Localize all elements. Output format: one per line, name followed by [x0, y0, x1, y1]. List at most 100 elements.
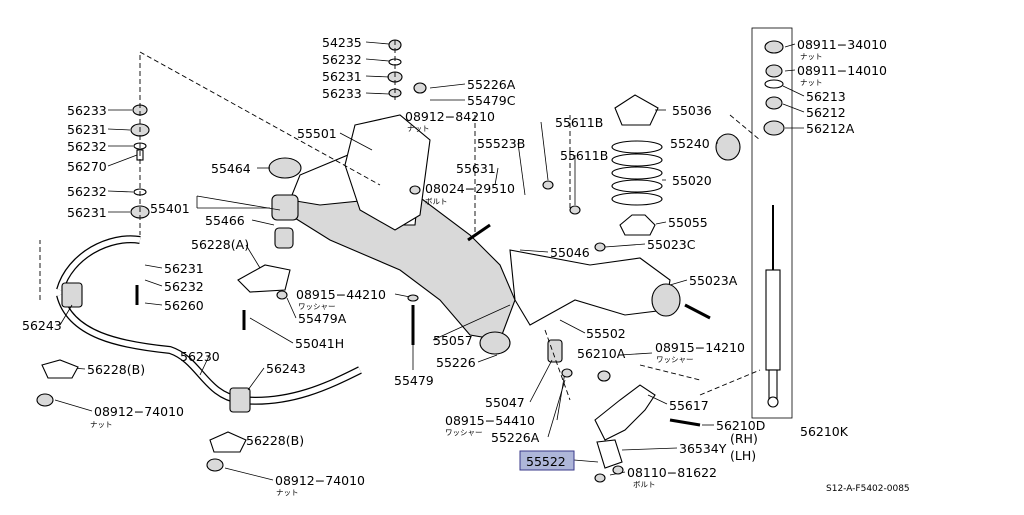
part-label[interactable]: 56231 — [164, 261, 204, 276]
guide-dashes — [39, 40, 761, 401]
part-label[interactable]: 55023A — [689, 273, 738, 288]
part-label[interactable]: 56232 — [67, 184, 107, 199]
spring-seat-55036 — [614, 94, 659, 126]
part-label[interactable]: 56232 — [164, 279, 204, 294]
part-label[interactable]: 55631 — [456, 161, 496, 176]
stabilizer-bushing-right — [229, 387, 251, 413]
part-label[interactable]: 56210A — [577, 346, 626, 361]
side-label: (LH) — [730, 448, 756, 463]
part-label[interactable]: 55226A — [491, 430, 540, 445]
part-label[interactable]: 56213 — [806, 89, 846, 104]
part-label[interactable]: 56228(A) — [191, 237, 249, 252]
part-label[interactable]: 56232 — [322, 52, 362, 67]
part-label[interactable]: 55479 — [394, 373, 434, 388]
part-label[interactable]: 55055 — [668, 215, 708, 230]
part-label[interactable]: 55057 — [433, 333, 473, 348]
part-label[interactable]: 54235 — [322, 35, 362, 50]
part-label[interactable]: 56228(B) — [246, 433, 304, 448]
part-label[interactable]: 56233 — [67, 103, 107, 118]
part-label[interactable]: 55466 — [205, 213, 245, 228]
part-label[interactable]: 08915−54410 — [445, 413, 535, 428]
part-label[interactable]: 55023C — [647, 237, 696, 252]
link-56228a — [237, 264, 291, 293]
part-label[interactable]: 56243 — [266, 361, 306, 376]
part-label[interactable]: 56231 — [322, 69, 362, 84]
part-label[interactable]: 08110−81622 — [627, 465, 717, 480]
bolt-note: ボルト — [633, 480, 656, 489]
part-label[interactable]: 56230 — [180, 349, 220, 364]
shock-mount-stack — [763, 40, 785, 136]
part-label[interactable]: 56210K — [800, 424, 849, 439]
part-label[interactable]: 56212 — [806, 105, 846, 120]
coil-spring-55020 — [611, 140, 663, 206]
washer-note: ワッシャー — [656, 355, 694, 364]
part-label[interactable]: 55617 — [669, 398, 709, 413]
part-label[interactable]: 56243 — [22, 318, 62, 333]
part-label[interactable]: 08915−44210 — [296, 287, 386, 302]
part-label[interactable]: 55047 — [485, 395, 525, 410]
part-label[interactable]: 55240 — [670, 136, 710, 151]
part-label[interactable]: 55479C — [467, 93, 516, 108]
knuckle-arm-55617 — [594, 384, 656, 441]
part-label[interactable]: 55501 — [297, 126, 337, 141]
part-label[interactable]: 55611B — [560, 148, 608, 163]
part-label[interactable]: 55401 — [150, 201, 190, 216]
part-label[interactable]: 08912−74010 — [94, 404, 184, 419]
bump-stop-55240 — [715, 133, 741, 161]
part-label[interactable]: 56212A — [806, 121, 855, 136]
nut-note: ナット — [276, 488, 299, 497]
part-label[interactable]: 56233 — [322, 86, 362, 101]
bushing-55047 — [547, 339, 563, 363]
part-label[interactable]: 56231 — [67, 122, 107, 137]
part-label[interactable]: 55041H — [295, 336, 344, 351]
washer-note: ワッシャー — [298, 302, 336, 311]
part-label[interactable]: 08911−14010 — [797, 63, 887, 78]
side-label: (RH) — [730, 431, 758, 446]
upper-arm-55501 — [344, 114, 431, 231]
part-label[interactable]: 55479A — [298, 311, 347, 326]
part-label[interactable]: 55020 — [672, 173, 712, 188]
bushing-55226 — [479, 331, 511, 355]
highlight-55522[interactable] — [519, 450, 575, 471]
bushing-56231 — [274, 227, 294, 249]
part-label[interactable]: 08911−34010 — [797, 37, 887, 52]
part-label[interactable]: 08912−84210 — [405, 109, 495, 124]
part-label[interactable]: 56270 — [67, 159, 107, 174]
part-label[interactable]: 36534Y — [679, 441, 727, 456]
leader-lines — [54, 41, 805, 481]
link-55522 — [596, 439, 623, 469]
knuckle-bushing — [651, 283, 681, 317]
part-labels: 54235 56232 56231 56233 55226A 55479C 56… — [22, 35, 910, 497]
part-label[interactable]: 55523B — [477, 136, 525, 151]
nut-note: ナット — [800, 78, 823, 87]
part-label[interactable]: 08915−14210 — [655, 340, 745, 355]
shock-bracket-box — [751, 27, 793, 419]
part-label[interactable]: 55464 — [211, 161, 251, 176]
washer-note: ワッシャー — [445, 428, 483, 437]
part-label-highlighted[interactable]: 55522 — [526, 454, 566, 469]
part-label[interactable]: 55036 — [672, 103, 712, 118]
part-label[interactable]: 55502 — [586, 326, 626, 341]
bolt-55023a — [684, 303, 711, 320]
part-label[interactable]: 55226 — [436, 355, 476, 370]
part-label[interactable]: 56260 — [164, 298, 204, 313]
part-label[interactable]: 55226A — [467, 77, 516, 92]
bolt-56210d — [669, 418, 701, 427]
part-label[interactable]: 55046 — [550, 245, 590, 260]
lower-arm-55502 — [509, 249, 671, 326]
sheet-code: S12-A-F5402-0085 — [826, 484, 910, 494]
part-label[interactable]: 55611B — [555, 115, 603, 130]
part-label[interactable]: 56232 — [67, 139, 107, 154]
part-label[interactable]: 56231 — [67, 205, 107, 220]
nut-note: ナット — [407, 124, 430, 133]
part-label[interactable]: 08912−74010 — [275, 473, 365, 488]
stabilizer-bushing-left — [61, 282, 83, 308]
part-label[interactable]: 56210D — [716, 418, 765, 433]
part-label[interactable]: 56228(B) — [87, 362, 145, 377]
bushing-55466 — [271, 194, 299, 221]
small-parts — [36, 82, 624, 483]
part-label[interactable]: 08024−29510 — [425, 181, 515, 196]
bolt-note: ボルト — [425, 197, 448, 206]
